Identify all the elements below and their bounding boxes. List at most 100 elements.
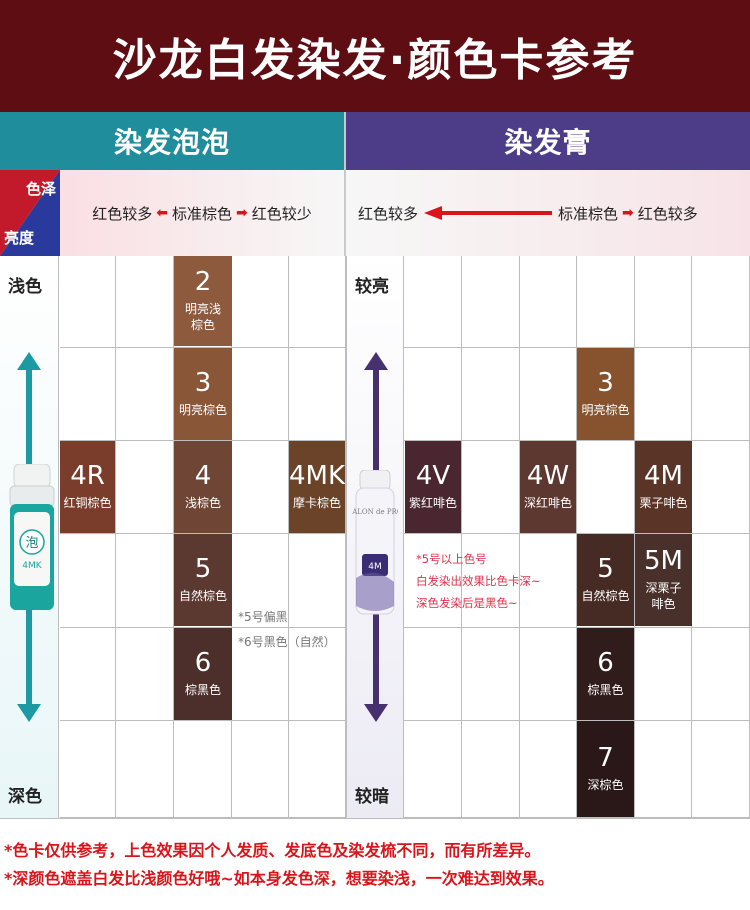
grid-cell bbox=[462, 256, 520, 348]
foam-section-header: 染发泡泡 bbox=[0, 112, 346, 170]
brighter-label: 较亮 bbox=[355, 277, 389, 297]
swatch-name: 明亮棕色 bbox=[178, 402, 227, 417]
swatch-code: 4V bbox=[415, 461, 451, 492]
grid-cell bbox=[692, 721, 750, 818]
arrow-right-icon: ➡ bbox=[236, 205, 248, 221]
swatch-code: 4W bbox=[526, 461, 570, 492]
grid-cell bbox=[232, 441, 289, 534]
swatch-name: 棕黑色 bbox=[587, 682, 624, 697]
grid-cell bbox=[116, 534, 174, 628]
swatch-cream-4m: 4M 栗子啡色 bbox=[635, 441, 692, 533]
swatch-cream-6: 6 棕黑色 bbox=[577, 628, 634, 720]
swatch-name: 深红啡色 bbox=[523, 495, 572, 510]
swatch-foam-4r: 4R 红铜棕色 bbox=[60, 441, 115, 533]
grid-cell bbox=[116, 628, 174, 721]
swatch-cream-7: 7 深棕色 bbox=[577, 721, 634, 817]
cream-notes: *5号以上色号 白发染出效果比色卡深~ 深色发染后是黑色~ bbox=[416, 548, 541, 614]
swatch-cream-5m: 5M 深栗子啡色 bbox=[635, 534, 692, 626]
title-bar: 沙龙白发染发·颜色卡参考 bbox=[0, 0, 750, 112]
dark-label: 深色 bbox=[8, 787, 42, 807]
foam-note-5: *5号偏黑 bbox=[238, 610, 288, 624]
swatch-code: 6 bbox=[597, 648, 614, 679]
grid-cell bbox=[116, 348, 174, 441]
grid-cell bbox=[404, 256, 462, 348]
grid-cell bbox=[520, 628, 577, 721]
disclaimer-line-2: *深颜色遮盖白发比浅颜色好哦~如本身发色深，想要染浅，一次难达到效果。 bbox=[4, 869, 554, 888]
grid-cell bbox=[116, 721, 174, 818]
disclaimer-line-1: *色卡仅供参考，上色效果因个人发质、发底色及染发梳不同，而有所差异。 bbox=[4, 841, 541, 860]
arrow-left-icon: ⬅ bbox=[156, 205, 168, 221]
grid-cell bbox=[404, 534, 462, 628]
swatch-code: 5 bbox=[194, 554, 212, 585]
cream-section-header: 染发膏 bbox=[346, 112, 750, 170]
swatch-foam-3: 3 明亮棕色 bbox=[174, 348, 232, 440]
grid-cell bbox=[692, 348, 750, 441]
swatch-foam-5: 5 自然棕色 bbox=[174, 534, 232, 626]
light-label: 浅色 bbox=[8, 277, 42, 297]
grid-cell bbox=[520, 721, 577, 818]
foam-note-6: *6号黑色（自然） bbox=[238, 635, 336, 649]
cream-hue-legend: 红色较多 标准棕色 ➡ 红色较多 bbox=[346, 170, 750, 256]
grid-cell bbox=[289, 721, 346, 818]
foam-hue-legend: 红色较多 ⬅ 标准棕色 ➡ 红色较少 bbox=[60, 170, 346, 256]
corner-hue-label: 色泽 bbox=[25, 180, 56, 198]
swatch-foam-4: 4 浅棕色 bbox=[174, 441, 232, 533]
foam-legend-middle-text: 标准棕色 bbox=[171, 204, 232, 223]
footer-disclaimer: *色卡仅供参考，上色效果因个人发质、发底色及染发梳不同，而有所差异。 *深颜色遮… bbox=[0, 818, 750, 910]
grid-cell bbox=[520, 534, 577, 628]
grid-cell bbox=[60, 348, 116, 441]
grid-cell bbox=[635, 721, 692, 818]
swatch-name: 摩卡棕色 bbox=[292, 495, 341, 510]
grid-cell bbox=[635, 256, 692, 348]
grid-cell bbox=[232, 628, 289, 721]
cream-bottle-brand: SALON de PRO bbox=[352, 508, 398, 516]
grid-cell bbox=[577, 441, 635, 534]
swatch-name: 自然棕色 bbox=[581, 588, 630, 603]
grid-cell bbox=[462, 441, 520, 534]
swatch-name: 明亮棕色 bbox=[581, 402, 630, 417]
swatch-code: 4M bbox=[644, 461, 683, 492]
corner-brightness-label: 亮度 bbox=[4, 229, 35, 247]
swatch-name: 深栗子啡色 bbox=[645, 580, 682, 612]
foam-legend-left-text: 红色较多 bbox=[92, 204, 153, 223]
swatch-name: 栗子啡色 bbox=[639, 495, 688, 510]
grid-cell bbox=[60, 721, 116, 818]
grid-cell bbox=[635, 628, 692, 721]
swatch-cream-4v: 4V 紫红啡色 bbox=[405, 441, 461, 533]
swatch-code: 4MK bbox=[288, 461, 346, 492]
grid-cell bbox=[289, 628, 346, 721]
foam-bottle-brand: 泡 bbox=[25, 536, 38, 551]
swatch-foam-2: 2 明亮浅棕色 bbox=[174, 256, 232, 346]
swatch-code: 7 bbox=[597, 743, 614, 774]
swatch-code: 6 bbox=[194, 648, 212, 679]
grid-cell bbox=[289, 256, 346, 348]
grid-cell bbox=[462, 534, 520, 628]
arrow-right-icon: ➡ bbox=[622, 205, 634, 221]
swatch-name: 紫红啡色 bbox=[408, 495, 457, 510]
legend-row: 色泽 亮度 红色较多 ⬅ 标准棕色 ➡ 红色较少 红色较多 标准棕色 ➡ 红色较… bbox=[0, 170, 750, 256]
foam-legend-right-text: 红色较少 bbox=[251, 204, 312, 223]
foam-bottle-image: 泡 4MK bbox=[8, 463, 56, 612]
swatch-code: 2 bbox=[194, 266, 212, 297]
swatch-name: 自然棕色 bbox=[178, 588, 227, 603]
foam-bottle-shade: 4MK bbox=[22, 561, 42, 571]
swatch-code: 5M bbox=[644, 545, 683, 576]
grid-cell bbox=[520, 256, 577, 348]
swatch-cream-5: 5 自然棕色 bbox=[577, 534, 634, 626]
grid-cell bbox=[60, 628, 116, 721]
grid-cell bbox=[635, 348, 692, 441]
page-title: 沙龙白发染发·颜色卡参考 bbox=[112, 35, 638, 86]
swatch-cream-4w: 4W 深红啡色 bbox=[520, 441, 576, 533]
grid-cell bbox=[289, 534, 346, 628]
grid-cell bbox=[289, 348, 346, 441]
grid-cell bbox=[116, 256, 174, 348]
swatch-foam-6: 6 棕黑色 bbox=[174, 628, 232, 720]
cream-legend-middle-text: 标准棕色 bbox=[558, 204, 619, 223]
cream-note-line1: *5号以上色号 bbox=[416, 552, 487, 566]
swatch-code: 5 bbox=[597, 554, 614, 585]
foam-bottle-icon: 泡 4MK bbox=[9, 463, 55, 610]
cream-bottle-shade: 4M bbox=[368, 562, 382, 572]
grid-cell bbox=[520, 348, 577, 441]
long-arrow-left-icon bbox=[424, 206, 553, 220]
corner-axis-label: 色泽 亮度 bbox=[0, 170, 60, 256]
